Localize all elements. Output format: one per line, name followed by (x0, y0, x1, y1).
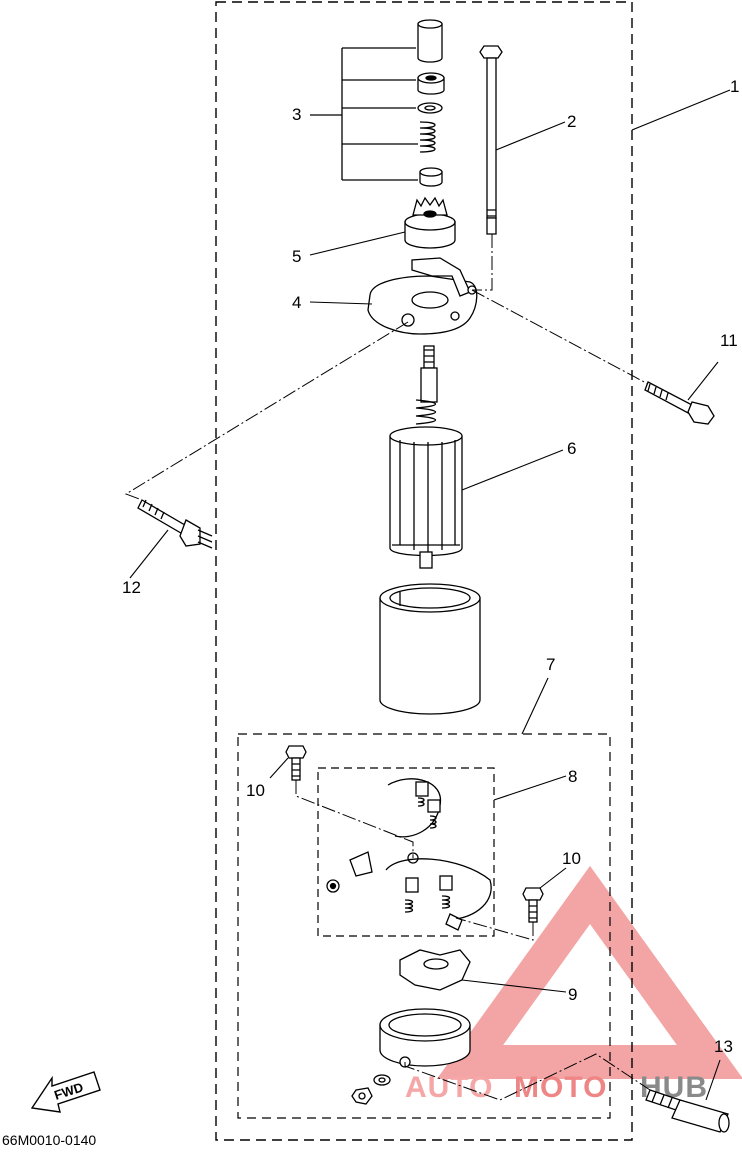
callout-10-upper: 10 (246, 781, 265, 800)
drawing-code: 66M0010-0140 (2, 1132, 97, 1148)
leader-11 (687, 361, 719, 401)
leader-10a (269, 757, 289, 779)
part-3-leader (310, 47, 418, 181)
part-9-end-piece (399, 949, 471, 991)
leader-9 (461, 979, 567, 993)
part-10-screw-upper (285, 745, 307, 781)
callout-4: 4 (292, 293, 302, 312)
leader-10b (539, 867, 567, 889)
leader-13 (705, 1059, 721, 1101)
part-6-armature (389, 345, 463, 569)
watermark-word-auto: AUTO (405, 1071, 493, 1104)
lower-washer-nut (351, 1074, 391, 1105)
part-3-pinion-stack (417, 19, 445, 187)
callout-10-lower: 10 (562, 849, 581, 868)
part-4-bracket (367, 257, 478, 335)
fwd-arrow: FWD (30, 1071, 101, 1113)
alignment-lines (124, 234, 651, 1101)
leader-4 (309, 301, 373, 305)
part-2-through-bolt (479, 45, 503, 235)
leader-7 (521, 677, 549, 735)
callout-1: 1 (730, 77, 740, 96)
automotohub-watermark: AUTO MOTO HUB (405, 865, 742, 1104)
callout-6: 6 (567, 439, 577, 458)
assembly-boundary (215, 1, 633, 1141)
callout-3: 3 (292, 105, 302, 124)
leader-lines (129, 89, 731, 1101)
callout-12: 12 (122, 578, 141, 597)
leader-2 (495, 121, 566, 151)
leader-6 (461, 449, 564, 491)
part-5-pinion-gear (404, 196, 456, 249)
callout-9: 9 (568, 985, 578, 1004)
subassembly-boundary-7 (237, 733, 611, 1119)
callout-2: 2 (567, 112, 577, 131)
leader-1 (631, 89, 731, 131)
leader-8 (493, 775, 567, 801)
part-12-bolt (137, 499, 213, 549)
callout-13: 13 (714, 1037, 733, 1056)
part-11-bolt (644, 381, 715, 425)
lower-end-cover (379, 1008, 471, 1068)
callout-8: 8 (568, 767, 578, 786)
callout-7: 7 (546, 655, 556, 674)
watermark-word-moto: MOTO (514, 1071, 607, 1104)
subassembly-boundary-8 (317, 767, 495, 937)
leader-5 (309, 231, 406, 256)
callout-5: 5 (292, 247, 302, 266)
leader-12 (129, 529, 169, 579)
part-10-screw-lower (522, 887, 544, 923)
yoke-housing (379, 583, 481, 715)
callout-11: 11 (720, 331, 738, 350)
part-8-brush-holder (326, 778, 492, 931)
part-13-bolt (645, 1089, 730, 1133)
